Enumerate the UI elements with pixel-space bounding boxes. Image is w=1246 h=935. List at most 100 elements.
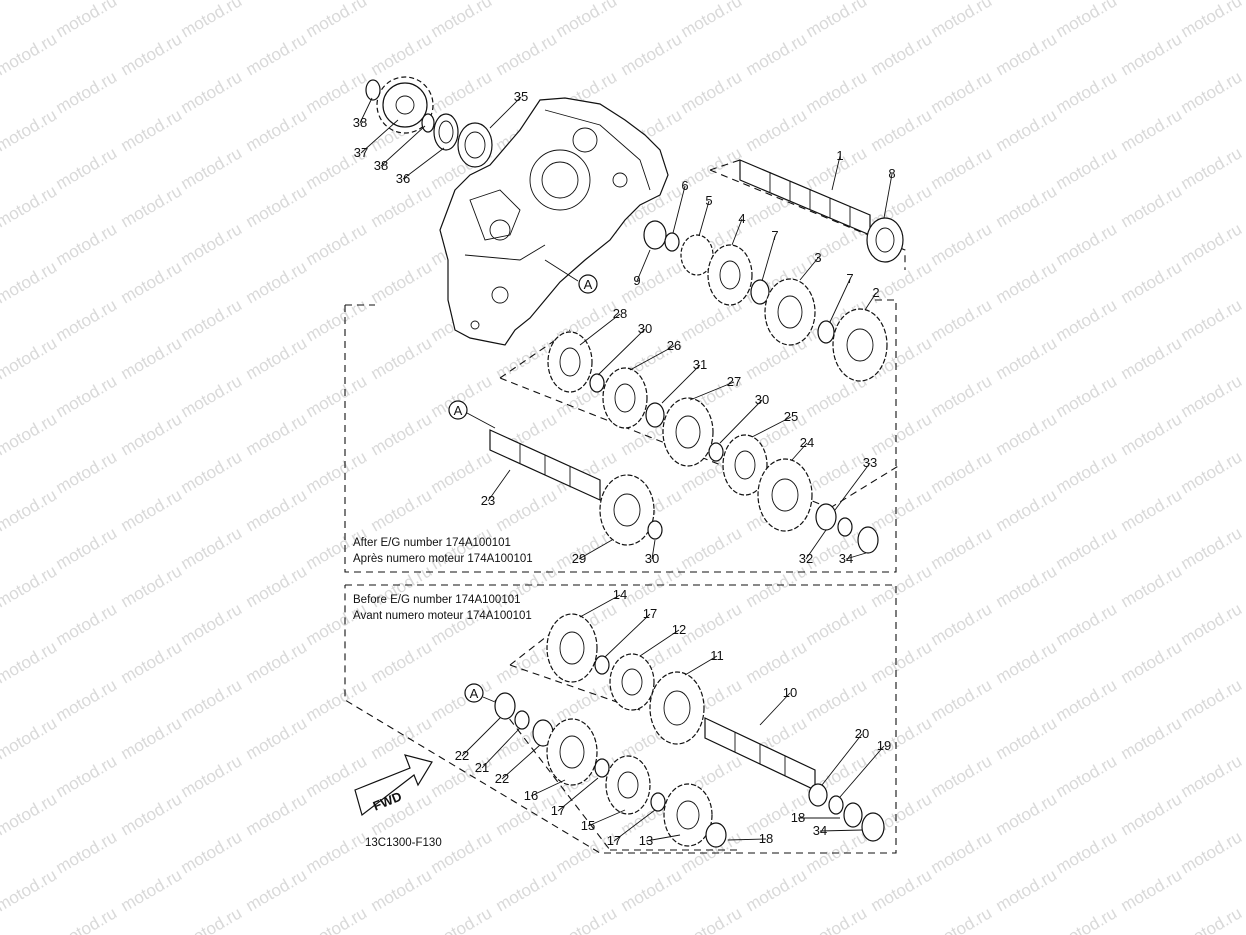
watermark-text: motod.ru: [428, 599, 496, 649]
watermark-text: motod.ru: [1118, 789, 1186, 839]
watermark-text: motod.ru: [1118, 713, 1186, 763]
callout-leader-line: [461, 717, 501, 757]
watermark-text: motod.ru: [1118, 637, 1186, 687]
watermark-text: motod.ru: [1178, 675, 1246, 725]
watermark-text: motod.ru: [243, 409, 311, 459]
callout-leader-line: [613, 809, 656, 842]
circlip-19: [828, 795, 844, 815]
callout-leader-line: [761, 235, 776, 282]
callout-leader-line: [883, 173, 893, 219]
watermark-text: motod.ru: [0, 485, 60, 535]
watermark-text: motod.ru: [1178, 903, 1246, 935]
watermark-text: motod.ru: [743, 0, 811, 3]
watermark-text: motod.ru: [678, 0, 746, 41]
svg-text:A: A: [470, 686, 479, 701]
watermark-text: motod.ru: [1243, 865, 1246, 915]
watermark-text: motod.ru: [53, 447, 121, 497]
watermark-text: motod.ru: [1178, 751, 1246, 801]
circlip-38b: [421, 113, 435, 133]
callout-number: 38: [374, 158, 388, 173]
bearing-35: [457, 122, 493, 168]
watermark-text: motod.ru: [428, 447, 496, 497]
watermark-text: motod.ru: [178, 371, 246, 421]
callout-leader-line: [661, 364, 701, 404]
watermark-text: motod.ru: [368, 713, 436, 763]
callout-number: 7: [771, 228, 778, 243]
watermark-text: motod.ru: [303, 295, 371, 345]
watermark-text: motod.ru: [118, 181, 186, 231]
watermark-text: motod.ru: [993, 0, 1061, 3]
watermark-text: motod.ru: [0, 409, 60, 459]
watermark-text: motod.ru: [928, 827, 996, 877]
callout-number: 3: [814, 250, 821, 265]
watermark-text: motod.ru: [993, 409, 1061, 459]
gear-16: [546, 718, 598, 786]
watermark-text: motod.ru: [1243, 257, 1246, 307]
gear-4: [707, 244, 753, 306]
watermark-text: motod.ru: [428, 827, 496, 877]
washer-31: [645, 402, 665, 428]
callout-number: 14: [613, 587, 627, 602]
watermark-text: motod.ru: [1118, 257, 1186, 307]
callout-number: 8: [888, 166, 895, 181]
watermark-text: motod.ru: [368, 333, 436, 383]
watermark-text: motod.ru: [53, 371, 121, 421]
watermark-text: motod.ru: [1053, 67, 1121, 117]
callout-number: 13: [639, 833, 653, 848]
watermark-text: motod.ru: [1118, 561, 1186, 611]
watermark-text: motod.ru: [118, 333, 186, 383]
callout-number: 30: [755, 392, 769, 407]
callout-leader-line: [604, 613, 651, 658]
watermark-text: motod.ru: [303, 599, 371, 649]
watermark-text: motod.ru: [178, 67, 246, 117]
watermark-text: motod.ru: [243, 561, 311, 611]
callout-leader-line: [727, 838, 767, 841]
watermark-text: motod.ru: [743, 865, 811, 915]
watermark-text: motod.ru: [993, 713, 1061, 763]
watermark-text: motod.ru: [178, 903, 246, 935]
watermark-text: motod.ru: [178, 827, 246, 877]
watermark-text: motod.ru: [553, 903, 621, 935]
watermark-text: motod.ru: [618, 257, 686, 307]
circlip-7a: [750, 279, 770, 305]
watermark-text: motod.ru: [743, 637, 811, 687]
watermark-text: motod.ru: [118, 485, 186, 535]
watermark-text: motod.ru: [368, 0, 436, 3]
callout-leader-line: [360, 119, 399, 154]
callout-number: 21: [475, 760, 489, 775]
gear-14: [546, 613, 598, 683]
gear-29: [599, 474, 655, 546]
callout-number: 23: [481, 493, 495, 508]
callout-leader-line: [829, 278, 851, 323]
watermark-text: motod.ru: [53, 219, 121, 269]
callout-leader-line: [587, 809, 626, 827]
callout-leader-line: [557, 777, 599, 812]
watermark-text: motod.ru: [803, 0, 871, 41]
callout-leader-line: [402, 147, 445, 180]
bearing-9: [643, 220, 667, 250]
callout-number: 9: [633, 273, 640, 288]
watermark-text: motod.ru: [243, 0, 311, 3]
watermark-text: motod.ru: [118, 0, 186, 3]
callout-leader-line: [731, 218, 743, 246]
washer-30c: [647, 520, 663, 540]
watermark-text: motod.ru: [0, 0, 60, 3]
watermark-text: motod.ru: [1243, 105, 1246, 155]
callout-leader-line: [759, 692, 791, 726]
callout-leader-line: [799, 257, 819, 281]
watermark-text: motod.ru: [53, 67, 121, 117]
watermark-text: motod.ru: [303, 371, 371, 421]
washer-18b: [705, 822, 727, 848]
callout-leader-line: [380, 125, 426, 167]
callout-number: 1: [836, 148, 843, 163]
watermark-text: motod.ru: [553, 0, 621, 41]
watermark-text: motod.ru: [928, 143, 996, 193]
watermark-text: motod.ru: [178, 523, 246, 573]
watermark-text: motod.ru: [118, 409, 186, 459]
watermark-text: motod.ru: [243, 485, 311, 535]
watermark-text: motod.ru: [1243, 561, 1246, 611]
callout-number: 36: [396, 171, 410, 186]
watermark-text: motod.ru: [53, 675, 121, 725]
watermark-text: motod.ru: [178, 751, 246, 801]
watermark-text: motod.ru: [243, 333, 311, 383]
